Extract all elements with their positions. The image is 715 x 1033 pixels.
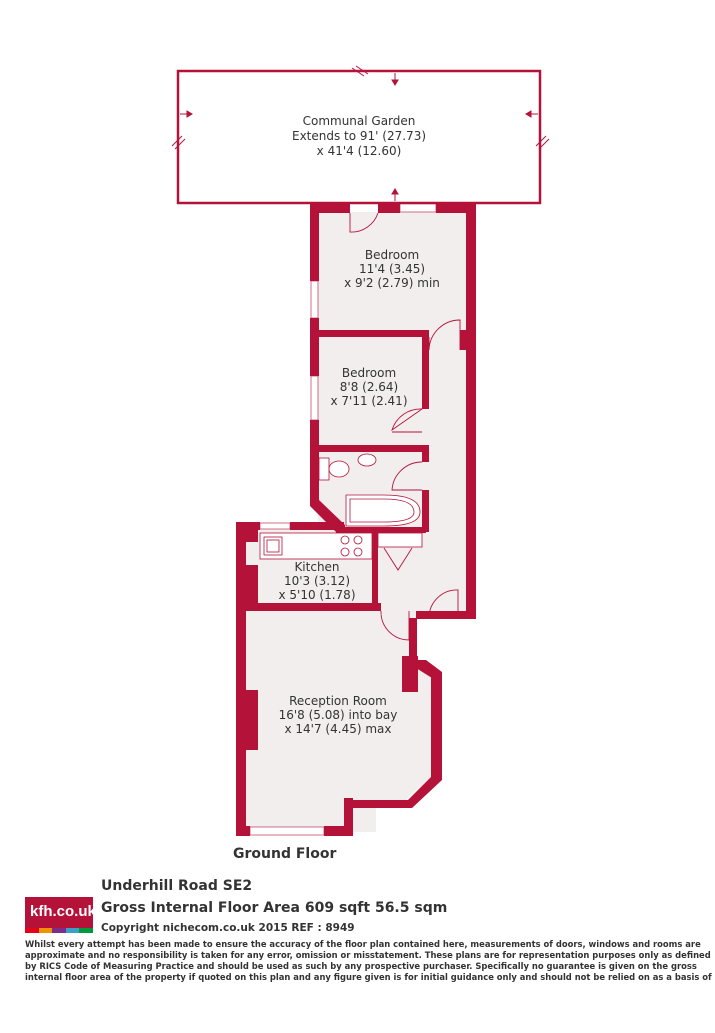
communal-garden-outline: [176, 69, 542, 205]
bedroom1-name: Bedroom: [365, 248, 419, 262]
logo-stripe-2: [39, 928, 52, 933]
kfh-logo: kfh.co.uk: [25, 897, 96, 933]
logo-stripe-4: [66, 928, 79, 933]
bedroom1-dim1: 11'4 (3.45): [359, 262, 425, 276]
walls: [236, 203, 476, 836]
door-swings: [349, 212, 461, 641]
logo-stripe-1: [25, 928, 39, 933]
bedroom2-dim2: x 7'11 (2.41): [330, 394, 407, 408]
kitchen-name: Kitchen: [294, 560, 339, 574]
floor-area: Gross Internal Floor Area 609 sqft 56.5 …: [101, 900, 448, 916]
copyright: Copyright nichecom.co.uk 2015 REF : 8949: [101, 922, 355, 934]
floor-label: Ground Floor: [233, 846, 337, 862]
garden-dim1: Extends to 91' (27.73): [292, 129, 426, 143]
garden-name: Communal Garden: [303, 114, 416, 128]
property-address: Underhill Road SE2: [101, 878, 253, 894]
garden-dimension-arrows: [171, 65, 550, 201]
windows: [249, 203, 437, 836]
bedroom2-dim1: 8'8 (2.64): [340, 380, 398, 394]
bedroom1-dim2: x 9'2 (2.79) min: [344, 276, 440, 290]
disclaimer: Whilst every attempt has been made to en…: [25, 939, 712, 982]
fixtures: [259, 453, 423, 560]
reception-dim2: x 14'7 (4.45) max: [285, 722, 392, 736]
bedroom2-name: Bedroom: [342, 366, 396, 380]
logo-stripe-5: [79, 928, 93, 933]
logo-stripe-3: [52, 928, 66, 933]
logo-text: kfh.co.uk: [30, 903, 96, 920]
kitchen-dim2: x 5'10 (1.78): [278, 588, 355, 602]
kitchen-dim1: 10'3 (3.12): [284, 574, 350, 588]
garden-dim2: x 41'4 (12.60): [317, 144, 402, 158]
reception-dim1: 16'8 (5.08) into bay: [279, 708, 398, 722]
reception-name: Reception Room: [289, 694, 387, 708]
